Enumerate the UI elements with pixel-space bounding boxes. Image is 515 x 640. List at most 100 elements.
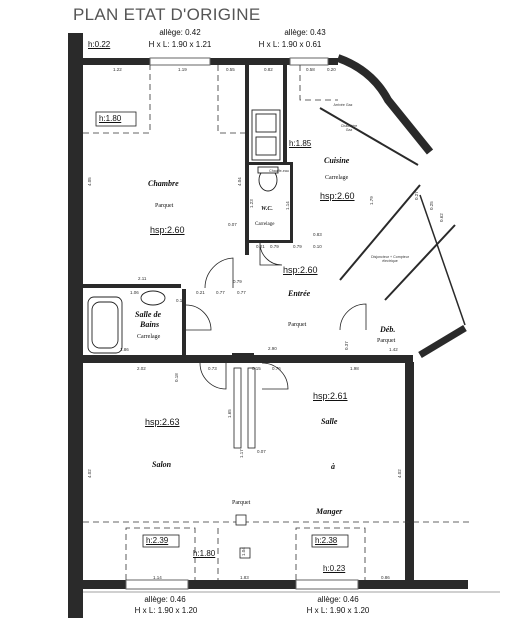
floor-cuisine: Carrelage [325, 175, 349, 181]
dim-0-55: 0.55 [226, 67, 235, 72]
doors [185, 242, 367, 390]
annotation-chauffe-eau: Chauffe-eau [269, 169, 289, 173]
dim-0-82: 0.82 [264, 67, 273, 72]
dim-1-17: 1.17 [239, 449, 244, 458]
window-size-top-left: H x L: 1.90 x 1.21 [148, 40, 212, 49]
fixtures [87, 109, 281, 354]
room-name-deb: Déb. [380, 325, 396, 334]
dim-1-14-b: 1.14 [153, 575, 162, 580]
bathtub-inner [91, 301, 119, 349]
dim-4-04: 4.04 [237, 177, 242, 186]
floor-entree: Parquet [288, 322, 307, 328]
window-size-top-right: H x L: 1.90 x 0.61 [258, 40, 322, 49]
page-title: PLAN ETAT D'ORIGINE [73, 5, 261, 24]
door-chambre [204, 257, 234, 289]
annotation-chaudiere: Chaudière Gaz [340, 124, 358, 132]
room-name-entree: Entrée [288, 289, 311, 298]
dim-0-07-a: 0.07 [228, 222, 237, 227]
top-left-window [149, 57, 211, 66]
radiator-right [247, 367, 256, 449]
dim-2-11: 2.11 [138, 276, 147, 281]
cistern [257, 166, 279, 174]
deb-diagonal-wall [339, 184, 456, 301]
salon-dash-box-right [295, 527, 366, 580]
dim-1-98: 1.98 [350, 366, 359, 371]
room-name-sdb-1: Salle de [135, 310, 161, 319]
h-box-salon-1 [142, 534, 180, 548]
radiator-left [233, 367, 242, 449]
dim-1-86: 1.86 [120, 347, 129, 352]
dim-1-14: 1.14 [285, 201, 290, 210]
dim-0-21-a: 0.21 [196, 290, 205, 295]
dim-0-62: 0.62 [439, 213, 444, 222]
bath-partition [182, 289, 186, 355]
dim-0-77-b: 0.77 [237, 290, 246, 295]
dim-0-10: 0.10 [313, 244, 322, 249]
dashed-lines [83, 65, 470, 580]
left-outer-wall [68, 33, 83, 618]
window-allege-bottom-right: allège: 0.46 [317, 595, 359, 604]
floor-salon: Parquet [232, 500, 251, 506]
sink-bowl-1 [255, 113, 277, 133]
door-salon-right [261, 362, 289, 390]
washbasin [140, 290, 166, 306]
floor-deb: Parquet [377, 338, 396, 344]
top-windows [149, 57, 329, 66]
dim-2-90: 2.90 [268, 346, 277, 351]
floor-sdb: Carrelage [137, 334, 161, 340]
top-right-window [289, 57, 329, 66]
bottom-wall [83, 580, 468, 589]
bottom-right-window [295, 579, 359, 590]
dim-0-37: 0.37 [344, 341, 349, 350]
right-wall-salon [405, 362, 414, 580]
dim-1-04: 1.04 [241, 547, 246, 556]
dim-1-83: 1.83 [240, 575, 249, 580]
room-name-manger-2: à [331, 462, 335, 471]
h-box-chambre [95, 111, 137, 127]
window-size-bottom-left: H x L: 1.90 x 1.20 [134, 606, 198, 615]
sink-bowl-2 [255, 136, 277, 156]
radiators [233, 367, 256, 559]
annotation-disjoncteur: Disjoncteur + Compteur électrique [371, 255, 409, 263]
chambre-partition [245, 65, 249, 255]
dim-0-79-b: 0.79 [270, 244, 279, 249]
chambre-dash-box [83, 65, 151, 134]
door-salon-left [199, 362, 227, 390]
floor-chambre: Parquet [155, 203, 174, 209]
kitchen-curved-wall [336, 54, 434, 155]
dim-0-58: 0.58 [306, 67, 315, 72]
deb-right-wall [419, 194, 466, 326]
dim-0-25: 0.25 [429, 201, 434, 210]
dim-0-21-b: 0.21 [256, 244, 265, 249]
dim-1-06: 1.06 [130, 290, 139, 295]
dim-4-05: 4.05 [87, 177, 92, 186]
heater-box [235, 514, 247, 526]
hsp-salle-manger: hsp:2.61 [313, 391, 348, 401]
heater-box-2 [239, 547, 251, 559]
height-023: h:0.23 [323, 564, 346, 573]
dim-0-73: 0.73 [208, 366, 217, 371]
height-180-chambre: h:1.80 [99, 114, 122, 123]
room-name-sdb-2: Bains [140, 320, 160, 329]
dim-4-02-b: 4.02 [397, 469, 402, 478]
dim-1-22: 1.22 [113, 67, 122, 72]
chambre-bath-wall [83, 284, 181, 288]
room-name-wc: W.C. [261, 206, 273, 212]
dim-0-83: 0.83 [313, 232, 322, 237]
wc-bottom-wall [246, 240, 293, 243]
dim-0-76: 0.76 [272, 366, 281, 371]
hsp-entree: hsp:2.60 [283, 265, 318, 275]
dim-4-02-a: 4.02 [87, 469, 92, 478]
dim-0-79-a: 0.79 [233, 279, 242, 284]
dim-0-12: 0.12 [176, 298, 185, 303]
room-name-salon: Salon [152, 460, 172, 469]
dim-0-07-b: 0.07 [257, 449, 266, 454]
hsp-chambre: hsp:2.60 [150, 225, 185, 235]
height-239: h:2.39 [146, 536, 169, 545]
window-allege-top-left: allège: 0.42 [159, 28, 201, 37]
dim-1-65: 1.65 [227, 409, 232, 418]
dim-1-42: 1.42 [389, 347, 398, 352]
dim-0-86: 0.86 [381, 575, 390, 580]
salon-dash-box-left [125, 527, 196, 580]
height-boxes [95, 111, 349, 548]
